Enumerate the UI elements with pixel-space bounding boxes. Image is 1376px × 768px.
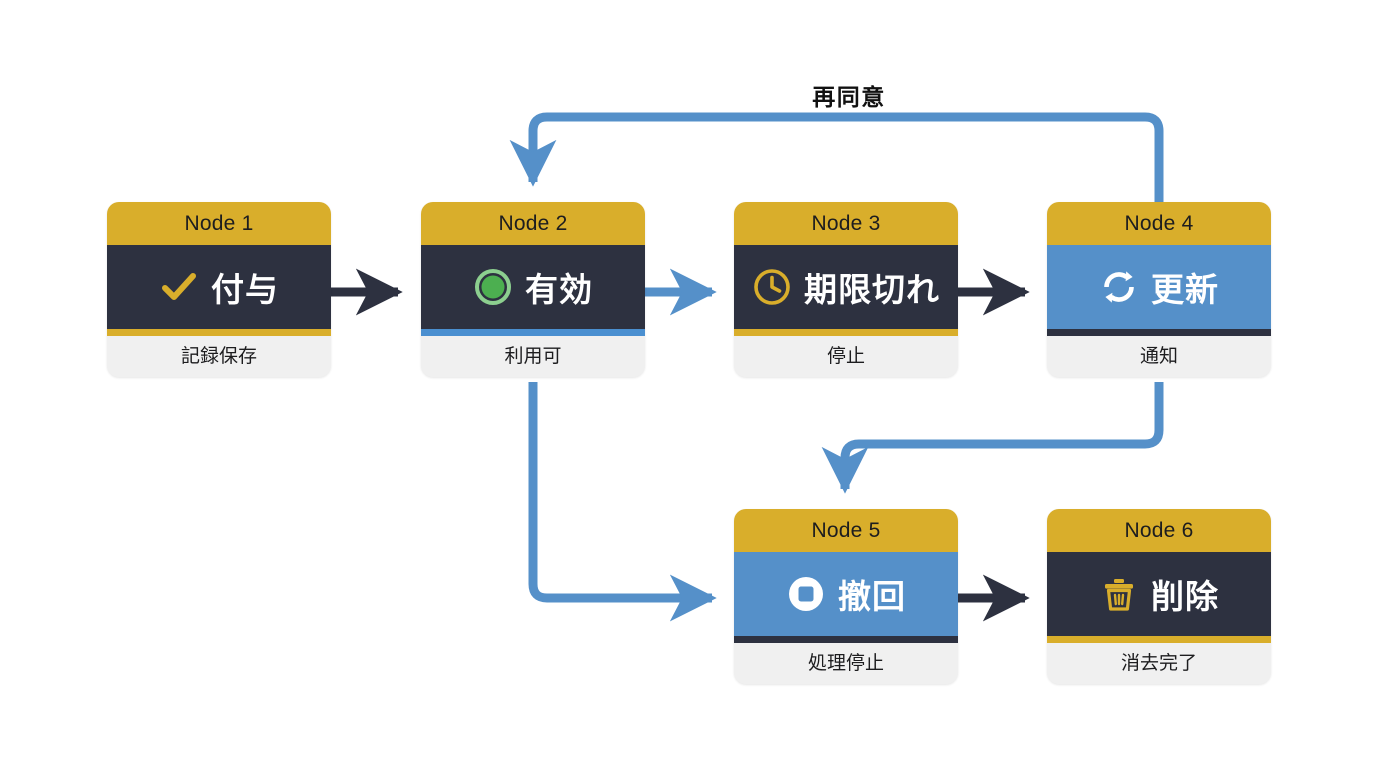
node-accent-node2 (421, 329, 645, 336)
node-body-node6: 削除 (1047, 552, 1271, 636)
node-header-node1: Node 1 (107, 202, 331, 245)
node-accent-node6 (1047, 636, 1271, 643)
node-label-node3: 期限切れ (804, 271, 940, 308)
node-footer-node5: 処理停止 (734, 643, 958, 684)
node-card-node1[interactable]: Node 1 付与 記録保存 (107, 202, 331, 377)
node-card-node2[interactable]: Node 2 有効 利用可 (421, 202, 645, 377)
node-footer-node6: 消去完了 (1047, 643, 1271, 684)
node-header-node2: Node 2 (421, 202, 645, 245)
refresh-icon (1099, 267, 1139, 307)
node-card-node6[interactable]: Node 6 削除 消去完了 (1047, 509, 1271, 684)
node-card-node3[interactable]: Node 3 期限切れ 停止 (734, 202, 958, 377)
node-label-node4: 更新 (1151, 271, 1219, 308)
node-header-node6: Node 6 (1047, 509, 1271, 552)
check-icon (159, 267, 199, 307)
stop-circle-icon (786, 574, 826, 614)
node-label-node1: 付与 (211, 271, 279, 308)
node-body-node4: 更新 (1047, 245, 1271, 329)
node-body-node2: 有効 (421, 245, 645, 329)
node-body-node1: 付与 (107, 245, 331, 329)
node-header-node4: Node 4 (1047, 202, 1271, 245)
node-accent-node4 (1047, 329, 1271, 336)
clock-icon (752, 267, 792, 307)
node-card-node4[interactable]: Node 4 更新 通知 (1047, 202, 1271, 377)
node-footer-node4: 通知 (1047, 336, 1271, 377)
node-header-node3: Node 3 (734, 202, 958, 245)
node-footer-node2: 利用可 (421, 336, 645, 377)
edge-label-reconsent: 再同意 (812, 84, 886, 110)
filled-circle-icon (473, 267, 513, 307)
node-label-node6: 削除 (1151, 578, 1219, 615)
node-accent-node1 (107, 329, 331, 336)
node-accent-node3 (734, 329, 958, 336)
node-footer-node1: 記録保存 (107, 336, 331, 377)
node-body-node5: 撤回 (734, 552, 958, 636)
node-card-node5[interactable]: Node 5 撤回 処理停止 (734, 509, 958, 684)
trash-icon (1099, 574, 1139, 614)
node-label-node5: 撤回 (838, 578, 906, 615)
node-footer-node3: 停止 (734, 336, 958, 377)
node-header-node5: Node 5 (734, 509, 958, 552)
node-body-node3: 期限切れ (734, 245, 958, 329)
node-label-node2: 有効 (525, 271, 593, 308)
node-accent-node5 (734, 636, 958, 643)
